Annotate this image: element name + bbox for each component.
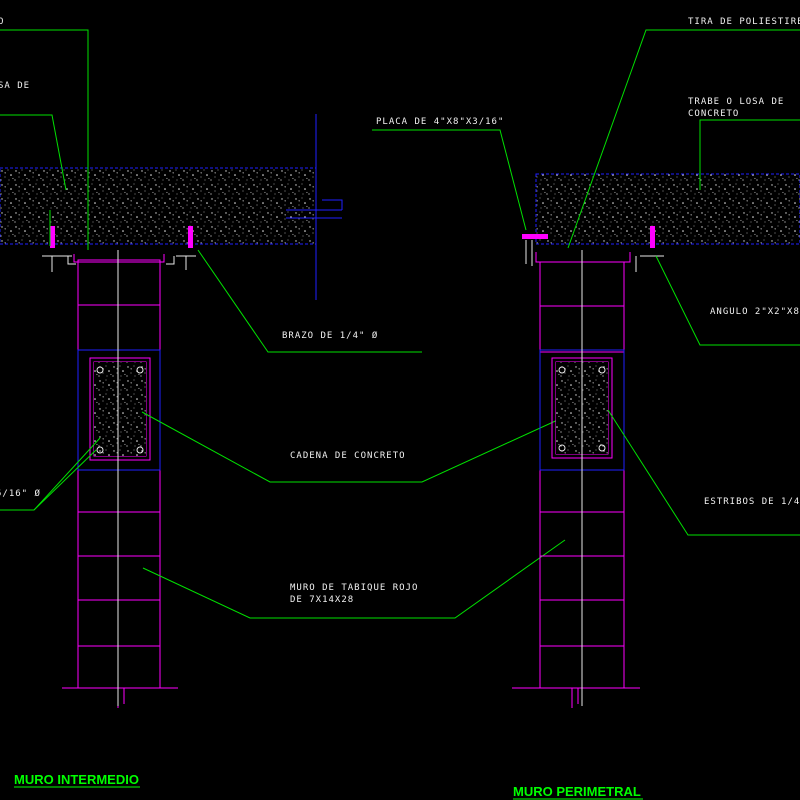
leader-lines-right: [372, 29, 800, 536]
label-muro-2: DE 7X14X28: [290, 595, 354, 605]
label-brazo: BRAZO DE 1/4" Ø: [282, 330, 378, 341]
leader-lines-left: [0, 29, 566, 619]
label-cadena: CADENA DE CONCRETO: [290, 451, 406, 461]
label-left-bar: 5/16" Ø: [0, 488, 41, 499]
angle-plate-left-b: [188, 226, 193, 248]
slab-left: [0, 168, 316, 244]
label-top-left-cut: O: [0, 17, 4, 27]
label-angulo: ANGULO 2"X2"X8": [710, 307, 800, 317]
label-estribos: ESTRIBOS DE 1/4": [704, 497, 800, 507]
cadena-left: [94, 362, 146, 456]
muro-perimetral-detail: [372, 29, 800, 708]
label-trabe-1: TRABE O LOSA DE: [688, 97, 784, 107]
label-tira: TIRA DE POLIESTIREN: [688, 17, 800, 27]
title-muro-intermedio: MURO INTERMEDIO: [14, 772, 139, 787]
slab-right: [536, 174, 800, 244]
angle-plate-right: [650, 226, 655, 248]
label-placa: PLACA DE 4"X8"X3/16": [376, 117, 504, 127]
label-muro-1: MURO DE TABIQUE ROJO: [290, 583, 418, 593]
angle-plate-left-a: [50, 226, 55, 248]
label-trabe-2: CONCRETO: [688, 109, 739, 119]
muro-intermedio-detail: [0, 29, 566, 708]
label-losa-left: SA DE: [0, 81, 30, 91]
title-muro-perimetral: MURO PERIMETRAL: [513, 784, 641, 799]
placa-plate: [522, 234, 548, 239]
